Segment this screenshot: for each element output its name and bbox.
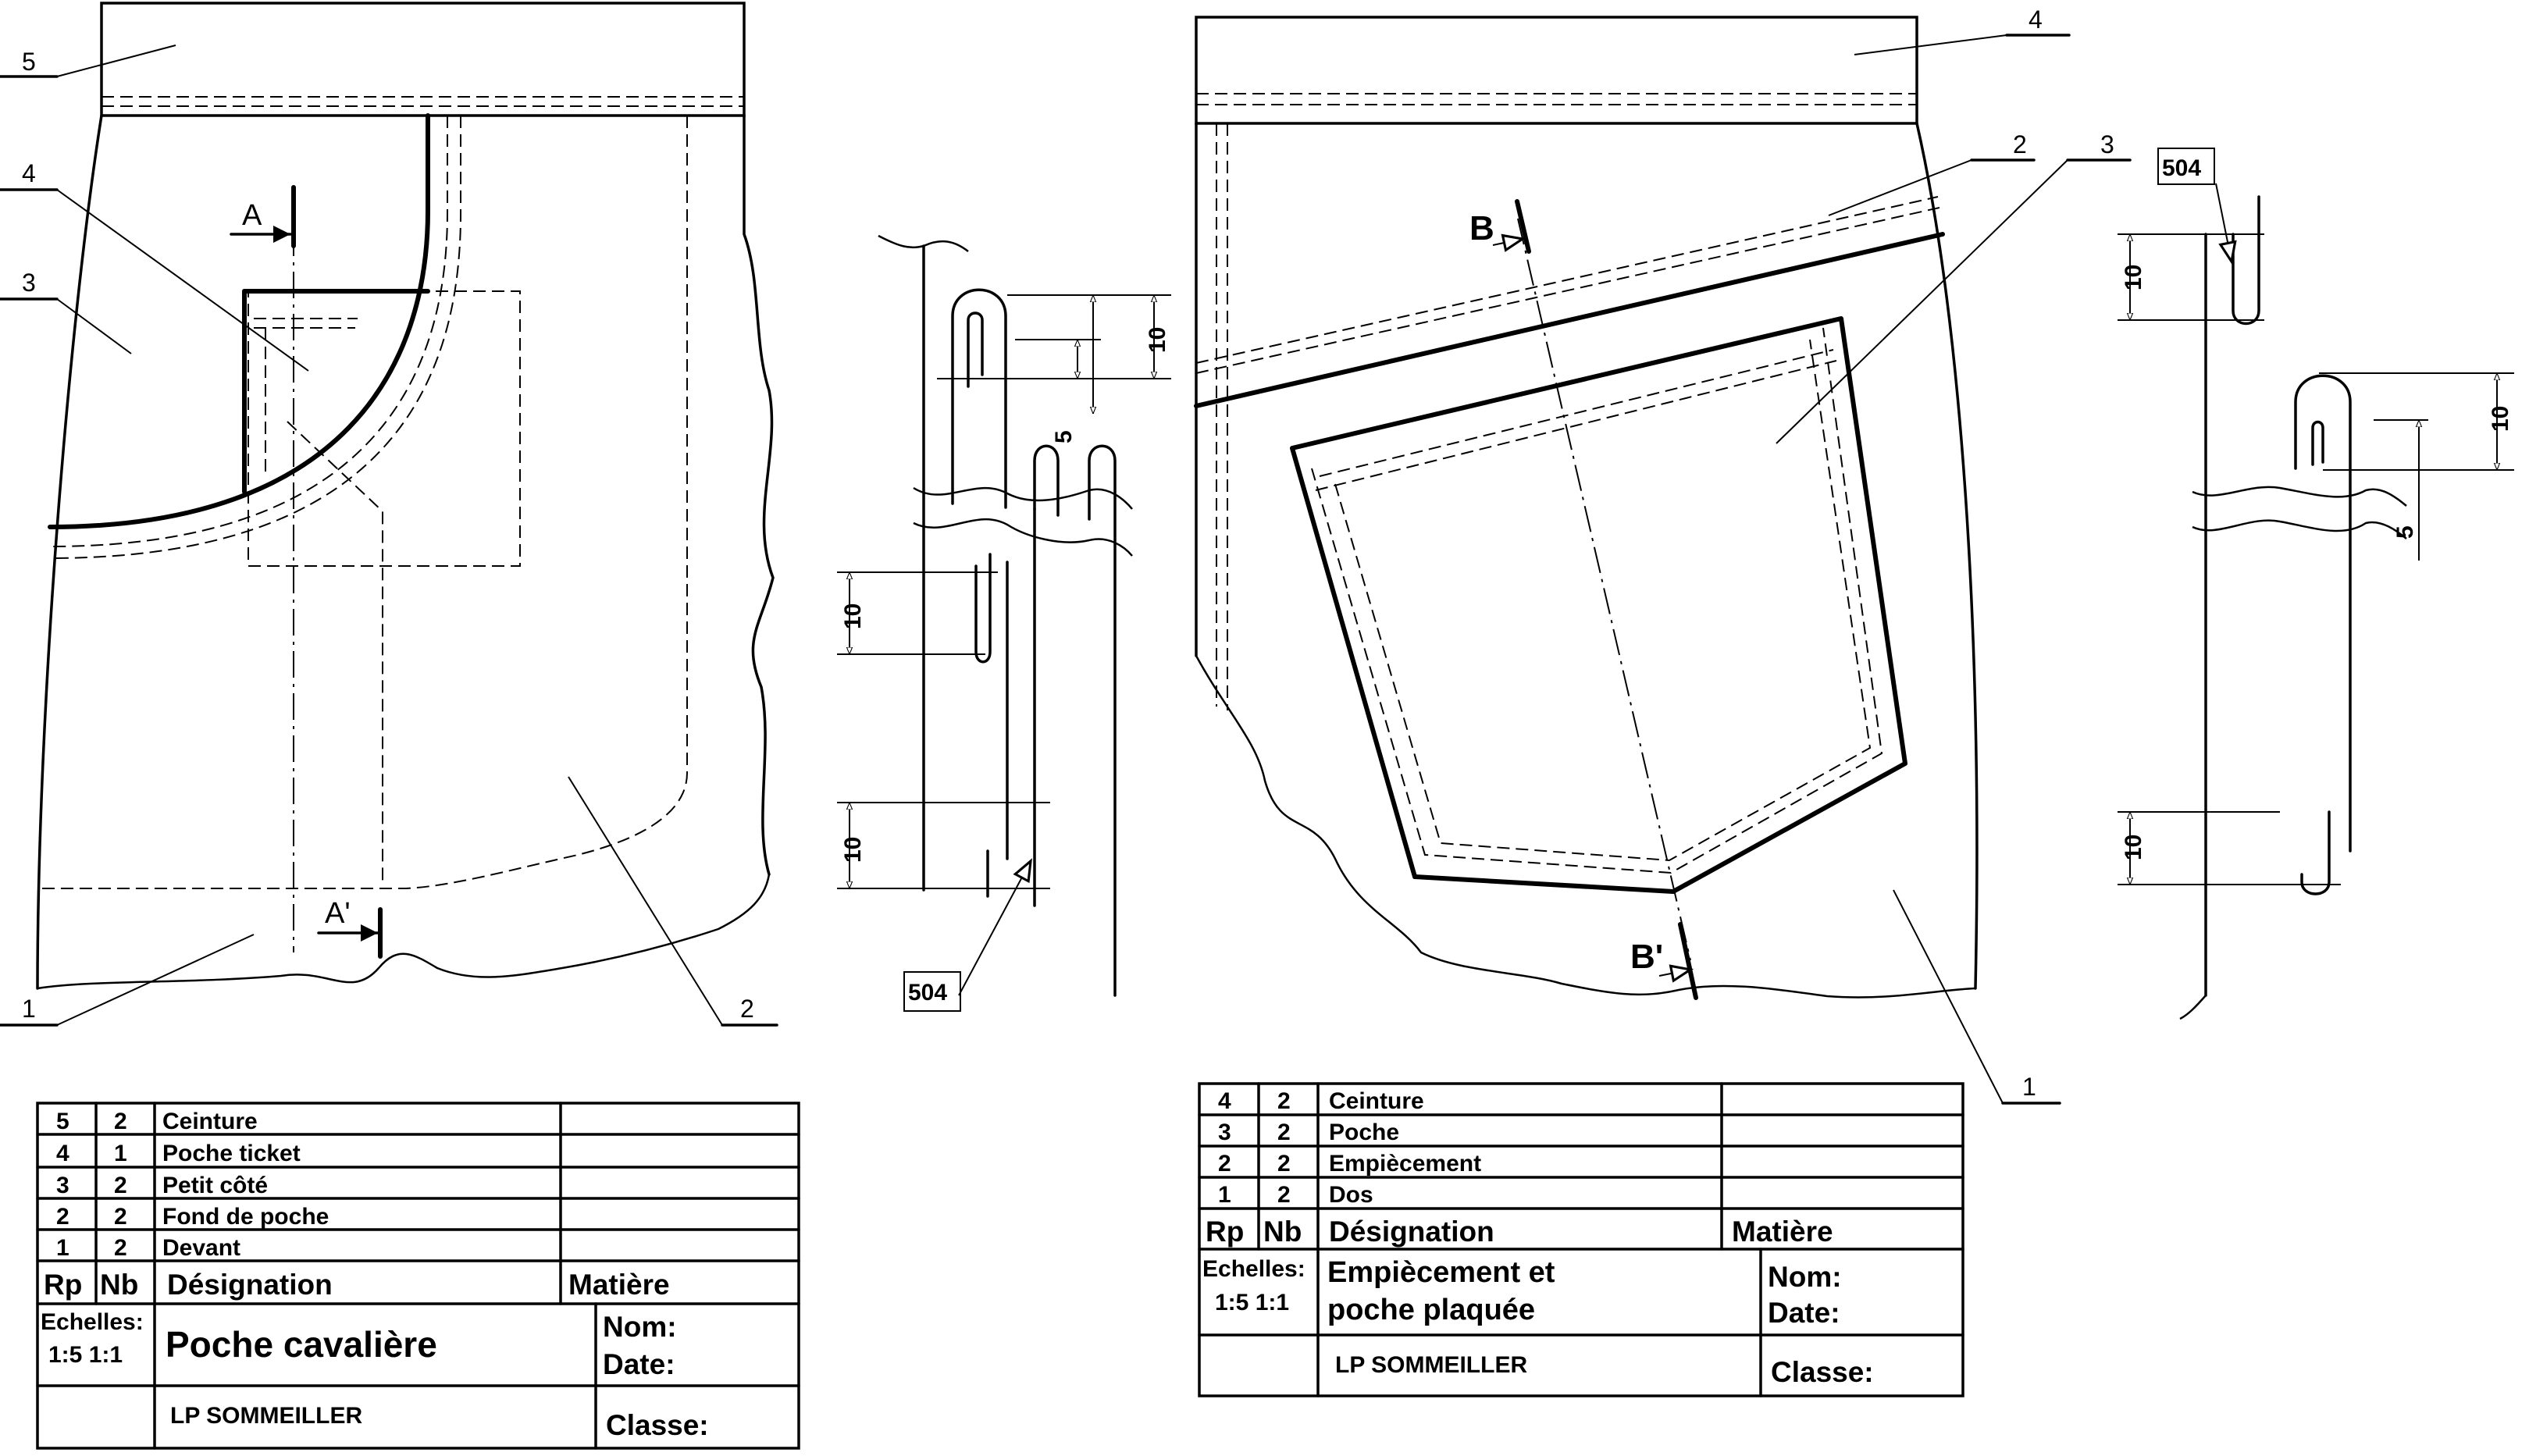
dim-10-right-bottom: 10 bbox=[2121, 835, 2146, 860]
scale-values: 1:5 1:1 bbox=[48, 1342, 123, 1368]
class-label: Classe: bbox=[1771, 1356, 1874, 1388]
cell-nb: 2 bbox=[1277, 1182, 1291, 1208]
dim-10-mid: 10 bbox=[840, 603, 866, 629]
cell-designation: Ceinture bbox=[162, 1109, 258, 1134]
part-label-1-left: 1 bbox=[22, 995, 36, 1023]
cell-nb: 2 bbox=[1277, 1088, 1291, 1114]
title-block-left: 5 2 Ceinture 4 1 Poche ticket 3 2 Petit … bbox=[36, 1102, 800, 1450]
cell-nb: 2 bbox=[114, 1173, 127, 1198]
date-label: Date: bbox=[1768, 1297, 1840, 1329]
yoke-seam bbox=[1194, 232, 1945, 408]
header-nb: Nb bbox=[1263, 1216, 1302, 1248]
cell-designation: Petit côté bbox=[162, 1173, 268, 1198]
name-label: Nom: bbox=[1768, 1261, 1842, 1293]
school-name-left: LP SOMMEILLER bbox=[170, 1403, 362, 1429]
part-label-1-right: 1 bbox=[2022, 1073, 2036, 1101]
section-label-a-prime: A' bbox=[325, 897, 351, 930]
waistband-right bbox=[1195, 16, 1918, 125]
dim-10-right-top: 10 bbox=[2121, 265, 2146, 290]
section-label-a: A bbox=[242, 199, 262, 232]
cell-nb: 2 bbox=[1277, 1151, 1291, 1177]
section-label-b: B bbox=[1469, 209, 1494, 247]
drawing-title-right-line2: poche plaquée bbox=[1327, 1294, 1535, 1326]
part-label-5-left: 5 bbox=[22, 48, 36, 76]
dim-10-top: 10 bbox=[1145, 327, 1170, 353]
right-back-view: B B' 4 2 3 1 bbox=[1194, 5, 2132, 1105]
header-designation: Désignation bbox=[1329, 1216, 1494, 1248]
cell-rp: 2 bbox=[1218, 1151, 1231, 1177]
dim-5-right: 5 bbox=[2392, 525, 2418, 539]
cell-nb: 2 bbox=[1277, 1120, 1291, 1145]
scale-label: Echelles: bbox=[41, 1309, 144, 1335]
cell-rp: 5 bbox=[56, 1109, 69, 1134]
cell-rp: 4 bbox=[1218, 1088, 1231, 1114]
section-label-b-prime: B' bbox=[1630, 938, 1663, 976]
cell-designation: Ceinture bbox=[1329, 1088, 1424, 1114]
garment-outline-left bbox=[36, 114, 103, 990]
cell-rp: 1 bbox=[56, 1235, 69, 1261]
cell-nb: 2 bbox=[114, 1235, 127, 1261]
stitch-callout-box-right bbox=[2157, 148, 2215, 185]
scale-values: 1:5 1:1 bbox=[1215, 1290, 1289, 1315]
cell-designation: Poche ticket bbox=[162, 1141, 301, 1166]
cell-designation: Fond de poche bbox=[162, 1204, 329, 1230]
cell-rp: 3 bbox=[56, 1173, 69, 1198]
cell-designation: Empiècement bbox=[1329, 1151, 1481, 1177]
part-label-3-left: 3 bbox=[22, 269, 36, 297]
cell-nb: 2 bbox=[114, 1109, 127, 1134]
stitch-code-right: 504 bbox=[2162, 155, 2201, 181]
part-label-4-left: 4 bbox=[22, 159, 36, 187]
part-label-2-left: 2 bbox=[740, 995, 754, 1023]
school-name-right: LP SOMMEILLER bbox=[1335, 1352, 1527, 1378]
dim-10-bottom: 10 bbox=[840, 837, 866, 863]
part-label-3-right: 3 bbox=[2100, 130, 2114, 158]
scale-label: Echelles: bbox=[1202, 1256, 1305, 1282]
cell-rp: 3 bbox=[1218, 1120, 1231, 1145]
left-section-view: 10 5 10 10 504 bbox=[837, 234, 1171, 1012]
left-front-view: A A' 5 4 3 1 2 bbox=[0, 2, 778, 1027]
cell-designation: Poche bbox=[1329, 1120, 1399, 1145]
title-block-right: 4 2 Ceinture 3 2 Poche 2 2 Empiècement 1… bbox=[1198, 1082, 1964, 1397]
pocket-opening bbox=[48, 113, 430, 529]
header-rp: Rp bbox=[1206, 1216, 1244, 1248]
drawing-title-right-line1: Empiècement et bbox=[1327, 1256, 1555, 1289]
part-label-4-right: 4 bbox=[2029, 5, 2043, 34]
cell-nb: 1 bbox=[114, 1141, 127, 1166]
dim-10-right-mid: 10 bbox=[2488, 406, 2513, 432]
cell-rp: 1 bbox=[1218, 1182, 1231, 1208]
cell-designation: Dos bbox=[1329, 1182, 1373, 1208]
part-label-2-right: 2 bbox=[2013, 130, 2027, 158]
stitch-code-left: 504 bbox=[908, 980, 947, 1006]
waistband-left bbox=[100, 2, 746, 117]
stitch-callout-box-left bbox=[903, 971, 961, 1012]
cell-rp: 4 bbox=[56, 1141, 69, 1166]
header-rp: Rp bbox=[44, 1269, 82, 1301]
dim-5: 5 bbox=[1051, 430, 1077, 443]
cell-nb: 2 bbox=[114, 1204, 127, 1230]
patch-pocket bbox=[1290, 316, 1907, 894]
header-nb: Nb bbox=[100, 1269, 138, 1301]
header-matiere: Matière bbox=[1732, 1216, 1833, 1248]
header-designation: Désignation bbox=[167, 1269, 333, 1301]
date-label: Date: bbox=[603, 1348, 675, 1380]
header-matiere: Matière bbox=[568, 1269, 670, 1301]
class-label: Classe: bbox=[606, 1409, 709, 1441]
right-section-view: 10 10 5 10 504 bbox=[2118, 148, 2514, 1020]
drawing-title-left: Poche cavalière bbox=[166, 1324, 437, 1365]
cell-designation: Devant bbox=[162, 1235, 240, 1261]
name-label: Nom: bbox=[603, 1311, 677, 1343]
cell-rp: 2 bbox=[56, 1204, 69, 1230]
